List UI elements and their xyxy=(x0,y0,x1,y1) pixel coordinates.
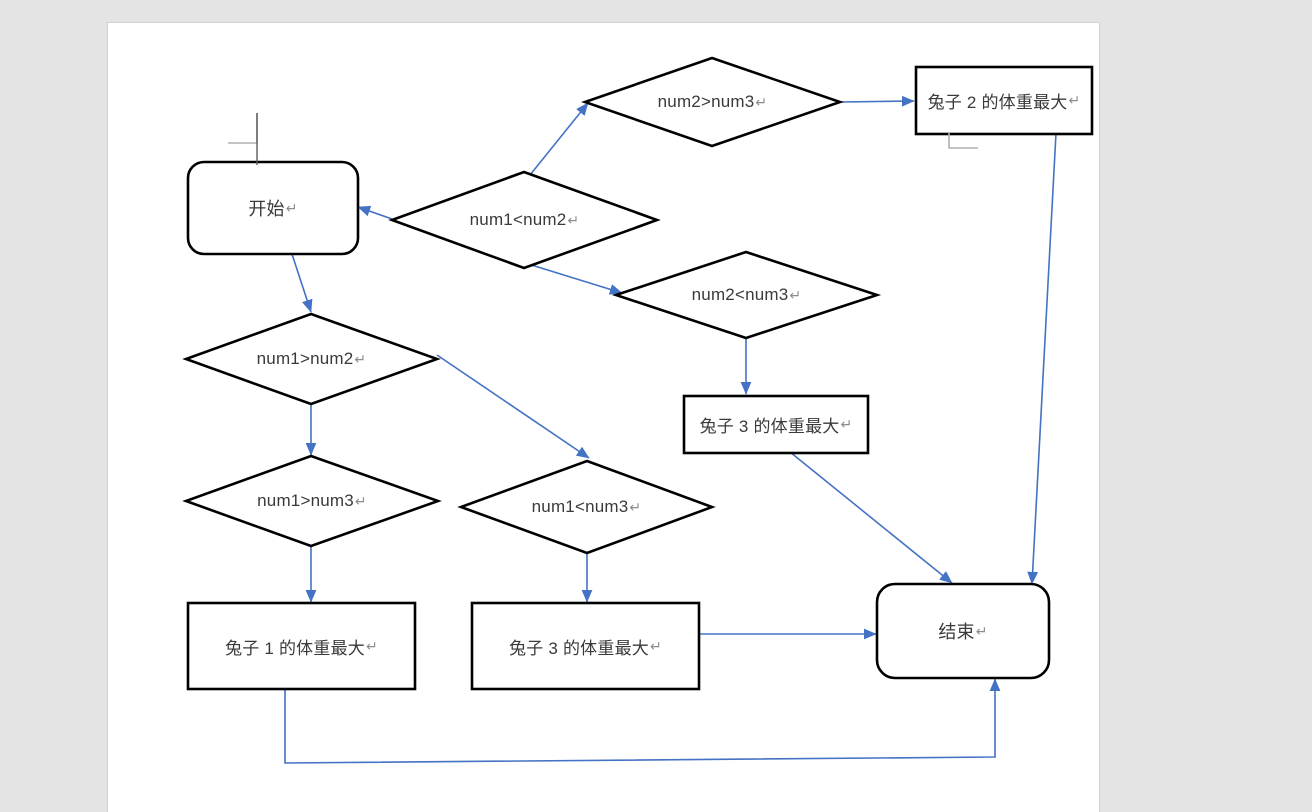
anchor-mark-top-icon xyxy=(228,113,258,144)
node-d_n1gt_n3[interactable] xyxy=(182,454,442,548)
connector-start-to-d_n1gt_n2 xyxy=(288,244,313,313)
connector-p_rabbit3a-to-end xyxy=(789,451,953,584)
node-d_n2gt_n3[interactable] xyxy=(581,56,844,148)
connector-d_n2gt_n3-to-p_rabbit2 xyxy=(839,95,915,107)
node-p_rabbit2[interactable] xyxy=(914,65,1094,136)
connector-layer xyxy=(284,95,1057,764)
editor-marks-layer xyxy=(228,113,978,165)
node-p_rabbit1[interactable] xyxy=(186,601,417,691)
connector-d_n1gt_n2-to-d_n1lt_n3 xyxy=(436,354,590,459)
connector-p_rabbit2-to-end xyxy=(1027,132,1057,585)
anchor-mark-rabbit2-icon xyxy=(948,132,978,149)
node-p_rabbit3b[interactable] xyxy=(470,601,701,691)
connector-p_rabbit1-to-end xyxy=(284,678,1001,764)
connector-d_n1lt_n2-to-start xyxy=(357,205,393,220)
connector-d_n1lt_n2-to-d_n2lt_n3 xyxy=(524,262,623,295)
node-d_n2lt_n3[interactable] xyxy=(611,250,882,340)
node-p_rabbit3a[interactable] xyxy=(682,394,870,455)
node-end[interactable] xyxy=(875,582,1051,680)
node-d_n1lt_n3[interactable] xyxy=(457,459,716,555)
node-start[interactable] xyxy=(186,160,360,256)
connector-d_n2gt_n3-to-d_n1lt_n2 xyxy=(529,102,589,176)
shape-layer xyxy=(182,56,1094,691)
node-d_n1gt_n2[interactable] xyxy=(182,312,441,406)
node-d_n1lt_n2[interactable] xyxy=(388,170,661,270)
